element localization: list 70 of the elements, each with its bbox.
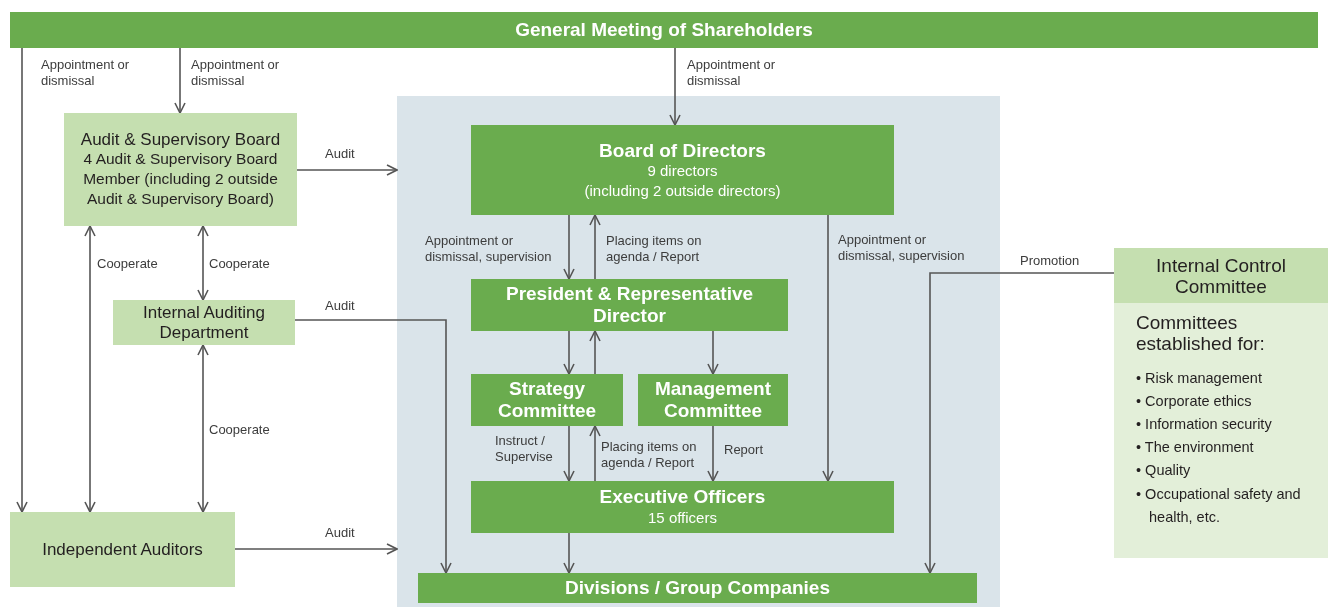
edge-label: Cooperate [209, 256, 271, 273]
edge-label: Appointment or dismissal, supervision [838, 232, 966, 265]
arrow [197, 225, 209, 301]
edge-label: Audit [325, 525, 356, 542]
edge-label: Instruct / Supervise [495, 433, 554, 466]
node-title: Internal Auditing Department [142, 302, 266, 343]
edge-label: Promotion [1020, 253, 1081, 270]
org-box [638, 374, 788, 426]
arrow [589, 330, 601, 375]
arrow [924, 272, 1115, 574]
list-item: • Corporate ethics [1136, 391, 1253, 411]
governance-panel [397, 96, 1000, 607]
org-box [471, 279, 788, 331]
node-title: President & Representative Director [504, 283, 755, 327]
edge-label: Report [724, 442, 765, 459]
node-detail: (including 2 outside directors) [583, 180, 782, 201]
org-box [113, 300, 295, 345]
node-detail: 15 officers [647, 508, 718, 528]
node-detail: 4 Audit & Supervisory Board Member (including 2 outside Audit & Supervisory Board) [82, 149, 279, 210]
list-item: • Risk management [1136, 368, 1263, 388]
org-box [10, 512, 235, 587]
org-box [471, 481, 894, 533]
node-title: Divisions / Group Companies [565, 577, 830, 599]
edge-label: Placing items on agenda / Report [606, 233, 703, 266]
arrow [563, 532, 575, 574]
arrow [234, 543, 398, 555]
arrow [197, 344, 209, 513]
arrow [563, 425, 575, 482]
edge-label: Cooperate [209, 422, 271, 439]
edge-label: Audit [325, 146, 356, 163]
arrow [822, 214, 834, 482]
arrow [589, 425, 601, 482]
edge-label: Cooperate [97, 256, 159, 273]
edge-label: Audit [325, 298, 356, 315]
edge-label: Appointment or dismissal [41, 57, 131, 90]
org-box [471, 125, 894, 215]
list-item: • Information security [1136, 414, 1273, 434]
edge-label: Appointment or dismissal [687, 57, 777, 90]
arrow [707, 330, 719, 375]
arrow [174, 47, 186, 114]
node-title: Board of Directors [599, 139, 766, 162]
list-item: • Occupational safety and health, etc. [1136, 484, 1302, 527]
node-title: Management Committee [653, 378, 773, 422]
org-box [64, 113, 297, 226]
arrow [707, 425, 719, 482]
committee-panel [1114, 248, 1328, 558]
arrow [16, 47, 28, 513]
arrow [589, 214, 601, 280]
node-title: Internal Control Committee [1114, 248, 1328, 303]
list-item: • Quality [1136, 461, 1192, 481]
edge-label: Placing items on agenda / Report [601, 439, 698, 472]
arrow [84, 225, 96, 513]
list-heading: Committees established for: [1136, 312, 1266, 355]
node-detail: 9 directors [646, 161, 719, 181]
node-title: Audit & Supervisory Board [80, 129, 281, 150]
list-item: • The environment [1136, 438, 1255, 458]
node-title: Strategy Committee [496, 378, 598, 422]
arrow [669, 47, 681, 126]
arrow [296, 164, 398, 176]
node-title: Independent Auditors [42, 539, 203, 560]
arrow [294, 319, 452, 574]
org-box [471, 374, 623, 426]
edge-label: Appointment or dismissal, supervision [425, 233, 553, 266]
node-title: General Meeting of Shareholders [515, 19, 813, 41]
edge-label: Appointment or dismissal [191, 57, 281, 90]
arrow [563, 330, 575, 375]
org-box [10, 12, 1318, 48]
arrow [563, 214, 575, 280]
org-box [418, 573, 977, 603]
node-title: Executive Officers [599, 486, 766, 509]
